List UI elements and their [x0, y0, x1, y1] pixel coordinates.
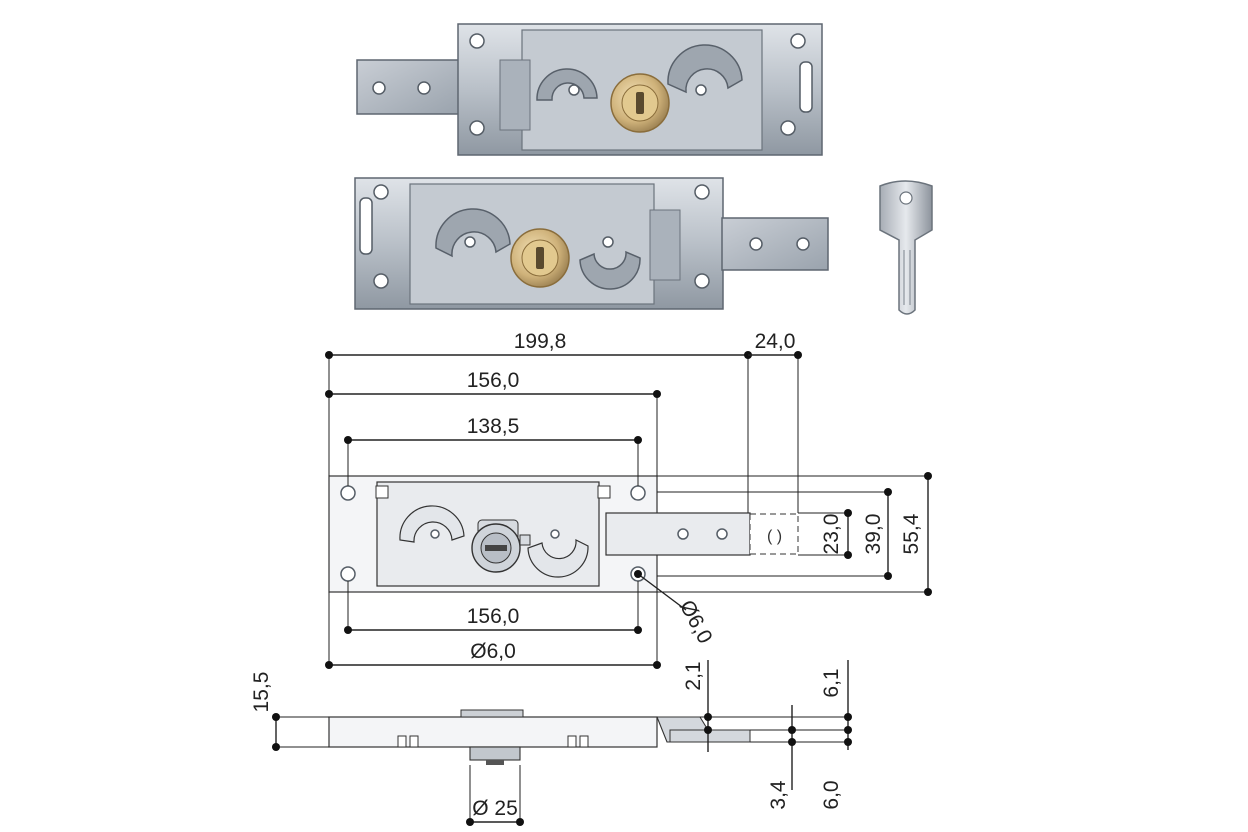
dim-hole-diameter-angled: Ø6,0 — [675, 596, 717, 647]
dim-total-length: 199,8 — [514, 330, 567, 353]
dim-side-thickness: 15,5 — [250, 672, 273, 713]
dim-total-height: 55,4 — [900, 513, 923, 554]
side-cylinder — [469, 746, 521, 761]
dim-hole-spacing: 138,5 — [467, 415, 520, 438]
dim-mid-height: 39,0 — [862, 514, 885, 555]
bolt-plate — [721, 217, 829, 271]
side-body-outline — [328, 716, 658, 748]
dim-bolt-thickness-bottom: 6,0 — [820, 780, 843, 809]
front-view-drawing: ( ) — [328, 475, 799, 593]
lock-photo-left-bolt — [356, 23, 823, 156]
dim-hole-diameter-bottom: Ø6,0 — [470, 640, 516, 663]
dim-bolt-width: 23,0 — [820, 514, 843, 555]
dim-bolt-offset: 2,1 — [682, 661, 705, 690]
dim-hole-spacing-bottom: 156,0 — [467, 605, 520, 628]
dim-bolt-extension: 24,0 — [755, 330, 796, 353]
extension-lines — [272, 352, 928, 825]
dim-bolt-step: 3,4 — [767, 780, 790, 810]
dim-cylinder-diameter: Ø 25 — [472, 797, 518, 820]
side-view-drawing — [328, 709, 751, 765]
dimension-lines — [272, 351, 932, 826]
dim-outer-length-top: 156,0 — [467, 369, 520, 392]
svg-text:( ): ( ) — [767, 528, 782, 545]
bolt-plate — [356, 59, 460, 115]
key-photo — [879, 180, 933, 315]
dim-bolt-thickness-top: 6,1 — [820, 668, 843, 697]
lock-photo-right-bolt — [354, 177, 829, 310]
